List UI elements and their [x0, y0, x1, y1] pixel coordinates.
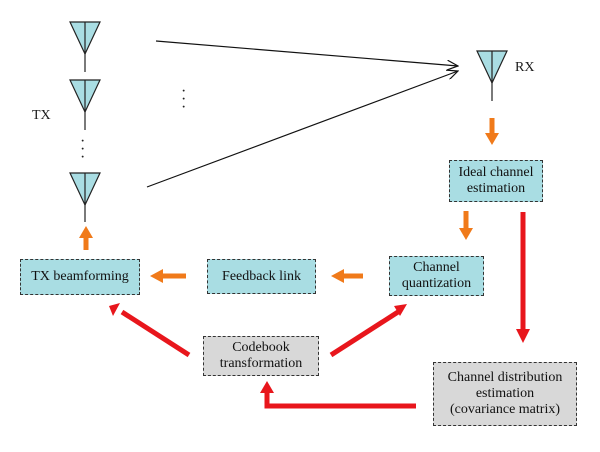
tx-label: TX [32, 108, 51, 123]
channel-distribution-estimation-label: Channel distribution estimation (covaria… [447, 370, 563, 417]
tx-antenna-1-icon [69, 21, 101, 72]
tx-beamforming-box: TX beamforming [20, 259, 140, 295]
rx-label: RX [515, 60, 535, 75]
arrow-estimation-to-quantization [459, 211, 473, 240]
tx-beamforming-label: TX beamforming [31, 269, 129, 284]
feedback-link-label: Feedback link [222, 268, 301, 284]
arrow-codebook-to-beamforming [120, 309, 191, 358]
codebook-transformation-label: Codebook transformation [219, 340, 303, 371]
feedback-link-box: Feedback link [207, 259, 316, 294]
channel-path-bottom [146, 71, 458, 188]
rx-antenna-icon [476, 50, 508, 101]
path-ellipsis-vertical: ··· [181, 83, 187, 116]
arrow-quantization-to-feedback [331, 269, 363, 283]
tx-antenna-3-icon [69, 172, 101, 222]
channel-quantization-label: Channel quantization [401, 260, 472, 291]
arrow-feedback-to-beamforming [150, 269, 186, 283]
tx-antenna-2-icon [69, 79, 101, 130]
antenna-ellipsis-vertical: ··· [80, 133, 86, 166]
arrow-rx-to-estimation [485, 118, 499, 145]
arrow-codebook-to-quantization [329, 309, 400, 358]
channel-path-top [155, 40, 458, 66]
channel-distribution-estimation-box: Channel distribution estimation (covaria… [433, 362, 577, 426]
ideal-channel-estimation-box: Ideal channel estimation [449, 160, 543, 202]
arrow-beamforming-to-tx [79, 226, 93, 250]
codebook-transformation-box: Codebook transformation [203, 336, 319, 376]
arrow-distribution-to-codebook [264, 392, 416, 409]
ideal-channel-estimation-label: Ideal channel estimation [458, 165, 534, 196]
channel-quantization-box: Channel quantization [389, 256, 484, 296]
